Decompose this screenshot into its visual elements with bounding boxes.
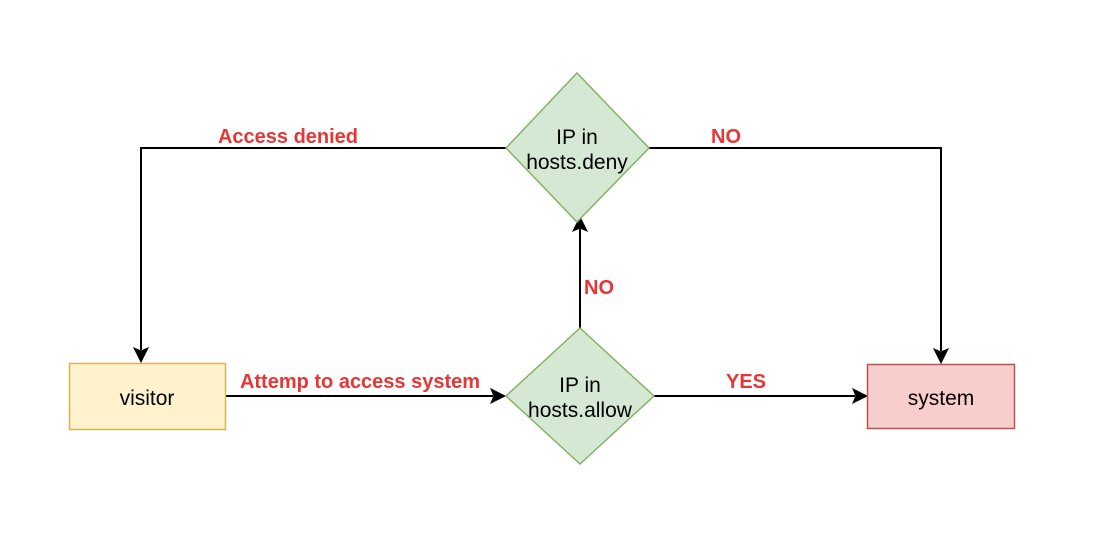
edge-label-yes: YES bbox=[726, 371, 766, 393]
decision-hosts-allow[interactable]: IP in hosts.allow bbox=[504, 326, 656, 466]
hosts-deny-label-line2: hosts.deny bbox=[526, 151, 628, 174]
edge-deny-to-system bbox=[649, 147, 950, 365]
edge-label-access-denied: Access denied bbox=[218, 126, 358, 148]
hosts-deny-label-line1: IP in bbox=[556, 126, 598, 149]
edge-deny-to-visitor bbox=[132, 147, 506, 364]
decision-diamond-shape bbox=[504, 326, 656, 466]
arrow-head bbox=[852, 387, 869, 405]
hosts-allow-label-line1: IP in bbox=[559, 374, 601, 397]
edge-allow-to-system bbox=[654, 387, 869, 405]
edge-label-allow-no: NO bbox=[584, 277, 614, 299]
edge-label-deny-no: NO bbox=[711, 126, 741, 148]
system-box bbox=[866, 363, 1016, 430]
edge-allow-to-deny bbox=[571, 215, 589, 328]
visitor-label: visitor bbox=[120, 387, 175, 410]
visitor-box bbox=[68, 362, 227, 431]
arrow-head bbox=[932, 348, 950, 365]
edge-visitor-to-allow bbox=[226, 387, 507, 405]
hosts-allow-label-line2: hosts.allow bbox=[528, 399, 633, 422]
decision-diamond-shape bbox=[504, 71, 651, 224]
node-visitor[interactable]: visitor bbox=[68, 362, 227, 431]
decision-hosts-deny[interactable]: IP in hosts.deny bbox=[504, 71, 651, 224]
system-label: system bbox=[908, 387, 975, 410]
node-system[interactable]: system bbox=[866, 363, 1016, 430]
arrow-head bbox=[132, 347, 150, 364]
edge-label-attempt-access: Attemp to access system bbox=[240, 371, 480, 393]
arrow-head bbox=[490, 387, 507, 405]
